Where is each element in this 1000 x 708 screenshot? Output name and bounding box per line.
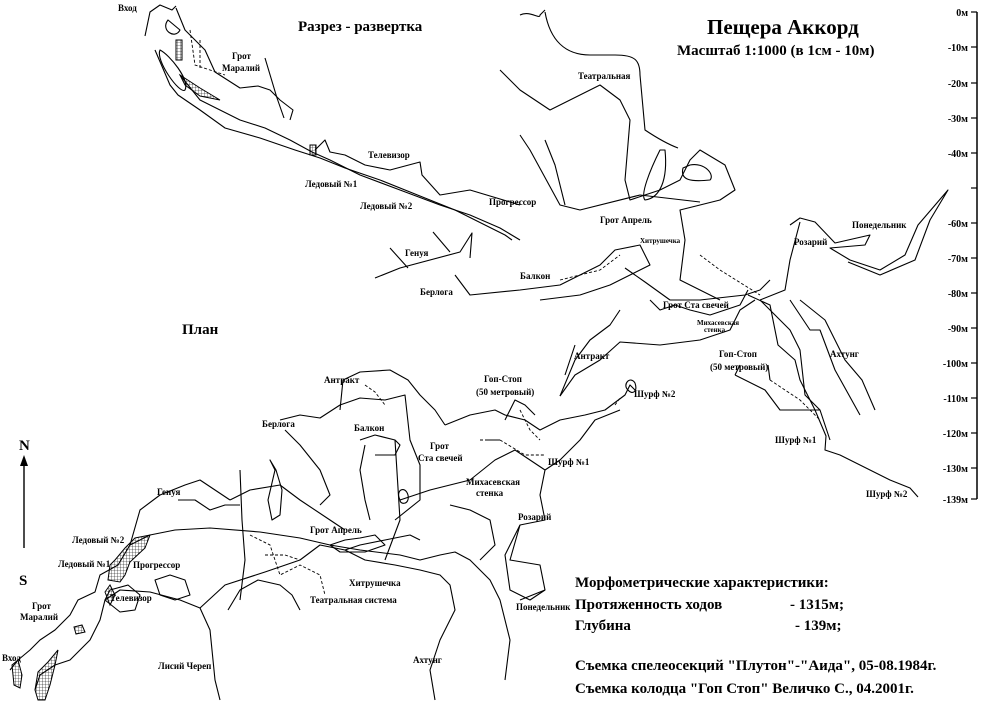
depth-tick-label: -20м — [948, 79, 968, 90]
plan-label-mikhasevskaya-2: стенка — [476, 488, 504, 498]
plan-label-grot-aprel: Грот Апрель — [310, 525, 362, 535]
map-scale: Масштаб 1:1000 (в 1см - 10м) — [677, 43, 874, 59]
plan-label-berloga: Берлога — [262, 419, 295, 429]
plan-label-teatr-system: Театральная система — [310, 595, 397, 605]
credit-line-2: Съемка колодца "Гоп Стоп" Величко С., 04… — [575, 681, 914, 697]
plan-label-akhtung: Ахтунг — [413, 655, 442, 665]
depth-tick-label: -10м — [948, 43, 968, 54]
plan-label-antrakt: Антракт — [324, 375, 360, 385]
section-label-khitrushechka: Хитрушечка — [640, 237, 681, 245]
section-label-balkon: Балкон — [520, 271, 550, 281]
plan-label-mikhasevskaya: Михасевская — [466, 477, 520, 487]
plan-label-entrance: Вход — [2, 653, 21, 663]
plan-label-ledovy1: Ледовый №1 — [58, 559, 111, 569]
section-label-akhtung: Ахтунг — [830, 349, 859, 359]
depth-tick-label: -130м — [943, 464, 968, 475]
section-label-progressor: Прогрессор — [489, 197, 536, 207]
plan-label-balkon: Балкон — [354, 423, 384, 433]
plan-heading: План — [182, 322, 219, 338]
compass: N S — [19, 438, 30, 589]
section-label-ponedelnik: Понедельник — [852, 220, 907, 230]
plan-label-grot-sta-2: Ста свечей — [418, 453, 463, 463]
plan-label-shurf1: Шурф №1 — [548, 457, 590, 467]
section-label-shurf1: Шурф №1 — [775, 435, 817, 445]
depth-tick-label: -90м — [948, 324, 968, 335]
depth-tick-label: -70м — [948, 254, 968, 265]
plan-label-grot-maraliy: Грот — [32, 601, 52, 611]
plan-label-genuya: Генуя — [157, 487, 180, 497]
plan-label-grot-sta: Грот — [430, 441, 450, 451]
section-label-teatralnaya: Театральная — [578, 71, 631, 81]
north-arrow-icon — [20, 455, 28, 466]
section-label-mikhasevskaya: Михасевская — [697, 319, 739, 327]
depth-tick-label: -60м — [948, 219, 968, 230]
depth-tick-label: -139м — [943, 495, 968, 506]
plan-label-shurf2: Шурф №2 — [634, 389, 676, 399]
plan-label-grot-maraliy-2: Маралий — [20, 612, 58, 622]
section-label-ledovy2: Ледовый №2 — [360, 201, 413, 211]
section-label-antrakt: Антракт — [574, 351, 610, 361]
section-drawing — [144, 4, 949, 498]
section-label-mikhasevskaya-2: стенка — [704, 326, 726, 334]
compass-south: S — [19, 573, 27, 589]
section-label-shurf2: Шурф №2 — [866, 489, 908, 499]
section-label-grot-maraliy-2: Маралий — [222, 63, 260, 73]
section-label-rozariy: Розарий — [794, 237, 827, 247]
length-value: - 1315м; — [790, 597, 844, 613]
depth-label: Глубина — [575, 618, 631, 634]
plan-label-ledovy2: Ледовый №2 — [72, 535, 125, 545]
depth-tick-label: -80м — [948, 289, 968, 300]
depth-value: - 139м; — [795, 618, 841, 634]
plan-label-khitrushechka: Хитрушечка — [349, 578, 401, 588]
plan-label-ponedelnik: Понедельник — [516, 602, 571, 612]
length-label: Протяженность ходов — [575, 597, 722, 613]
plan-label-gop-stop: Гоп-Стоп — [484, 374, 522, 384]
section-label-genuya: Генуя — [405, 248, 428, 258]
section-label-grot-sta-svechey: Грот Ста свечей — [663, 300, 729, 310]
plan-label-lisiy-cherep: Лисий Череп — [158, 661, 211, 671]
depth-tick-label: -120м — [943, 429, 968, 440]
section-label-ledovy1: Ледовый №1 — [305, 179, 358, 189]
plan-label-televizor: Телевизор — [110, 593, 152, 603]
section-label-televizor: Телевизор — [368, 150, 410, 160]
section-heading: Разрез - развертка — [298, 19, 423, 35]
plan-label-rozariy: Розарий — [518, 512, 551, 522]
section-label-grot-aprel: Грот Апрель — [600, 215, 652, 225]
section-label-berloga: Берлога — [420, 287, 453, 297]
credit-line-1: Съемка спелеосекций "Плутон"-"Аида", 05-… — [575, 658, 937, 674]
depth-tick-label: -40м — [948, 149, 968, 160]
plan-label-progressor: Прогрессор — [133, 560, 180, 570]
depth-tick-label: -100м — [943, 359, 968, 370]
depth-scale: 0м -10м -20м -30м -40м -60м -70м -80м -90м -100м -… — [943, 8, 978, 506]
morphometry-block: Морфометрические характеристики: Протяже… — [575, 575, 937, 697]
section-label-gop-stop: Гоп-Стоп — [719, 349, 757, 359]
section-label-entrance: Вход — [118, 3, 137, 13]
map-title: Пещера Аккорд — [707, 15, 859, 39]
depth-tick-label: -30м — [948, 114, 968, 125]
depth-tick-label: -110м — [943, 394, 968, 405]
plan-drawing — [9, 369, 637, 701]
section-label-gop-stop-2: (50 метровый) — [710, 362, 768, 372]
section-label-grot-maraliy: Грот — [232, 51, 252, 61]
compass-north: N — [19, 438, 30, 454]
depth-tick-label: 0м — [956, 8, 968, 19]
plan-label-gop-stop-2: (50 метровый) — [476, 387, 534, 397]
morphometry-heading: Морфометрические характеристики: — [575, 575, 829, 591]
